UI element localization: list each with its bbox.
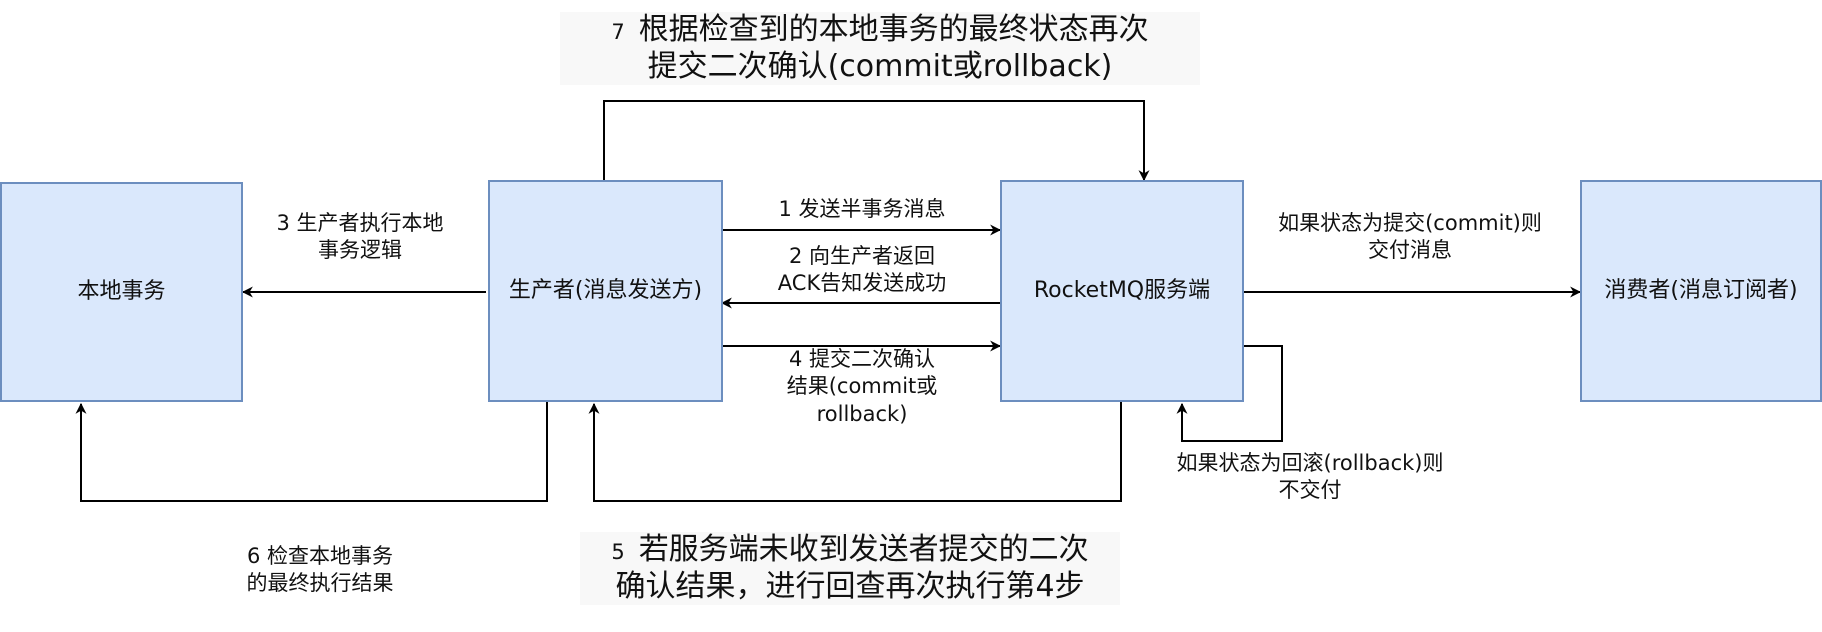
label-step-5-text-1: 若服务端未收到发送者提交的二次 [638, 532, 1089, 567]
label-commit-deliver-line-1: 如果状态为提交(commit)则 [1278, 211, 1542, 235]
label-step-5-number: 5 [611, 540, 625, 564]
edge-check-back [588, 402, 1122, 502]
label-step-6-line-1: 6 检查本地事务 [246, 544, 394, 568]
label-step-3-line-1: 3 生产者执行本地 [276, 211, 444, 235]
edge-check-local [75, 402, 548, 502]
label-step-7-text-1: 根据检查到的本地事务的最终状态再次 [638, 12, 1149, 47]
node-rocketmq-server-label: RocketMQ服务端 [1033, 277, 1211, 303]
label-step-2-line-2: ACK告知发送成功 [777, 271, 947, 296]
label-commit-deliver: 如果状态为提交(commit)则 交付消息 [1260, 210, 1560, 265]
label-step-1: 1 发送半事务消息 [742, 196, 982, 223]
label-step-2: 2 向生产者返回 ACK告知发送成功 [742, 243, 982, 298]
label-step-4: 4 提交二次确认 结果(commit或 rollback) [742, 346, 982, 428]
label-step-3: 3 生产者执行本地 事务逻辑 [250, 210, 470, 265]
label-step-7-line-2: 提交二次确认(commit或rollback) [560, 48, 1200, 86]
label-step-7-line-1: 7 根据检查到的本地事务的最终状态再次 [560, 12, 1200, 49]
label-step-6-line-2: 的最终执行结果 [246, 571, 394, 596]
label-step-4-line-3: rollback) [816, 401, 908, 426]
label-step-3-line-2: 事务逻辑 [318, 238, 402, 263]
label-step-7: 7 根据检查到的本地事务的最终状态再次 提交二次确认(commit或rollbac… [560, 12, 1200, 86]
label-commit-deliver-line-2: 交付消息 [1368, 238, 1452, 263]
node-local-transaction: 本地事务 [0, 182, 243, 402]
label-rollback-no-deliver-line-2: 不交付 [1278, 478, 1342, 503]
node-consumer: 消费者(消息订阅者) [1580, 180, 1822, 402]
label-step-6: 6 检查本地事务 的最终执行结果 [210, 543, 430, 598]
label-step-5-line-2: 确认结果，进行回查再次执行第4步 [580, 568, 1120, 606]
label-rollback-no-deliver: 如果状态为回滚(rollback)则 不交付 [1150, 450, 1470, 505]
node-consumer-label: 消费者(消息订阅者) [1604, 277, 1798, 303]
label-step-1-text: 1 发送半事务消息 [778, 197, 946, 221]
node-producer-label: 生产者(消息发送方) [508, 277, 703, 303]
label-step-5-line-1: 5 若服务端未收到发送者提交的二次 [580, 532, 1120, 569]
node-local-transaction-label: 本地事务 [77, 278, 166, 304]
label-step-4-line-1: 4 提交二次确认 [788, 347, 936, 371]
label-step-2-line-1: 2 向生产者返回 [788, 244, 936, 268]
edge-recommit [603, 100, 1150, 182]
node-rocketmq-server: RocketMQ服务端 [1000, 180, 1244, 402]
label-step-5: 5 若服务端未收到发送者提交的二次 确认结果，进行回查再次执行第4步 [580, 532, 1120, 606]
label-step-7-number: 7 [611, 20, 625, 44]
label-step-4-line-2: 结果(commit或 [786, 374, 938, 399]
label-rollback-no-deliver-line-1: 如果状态为回滚(rollback)则 [1176, 451, 1444, 475]
node-producer: 生产者(消息发送方) [488, 180, 723, 402]
edge-rollback-loop [1176, 345, 1283, 442]
